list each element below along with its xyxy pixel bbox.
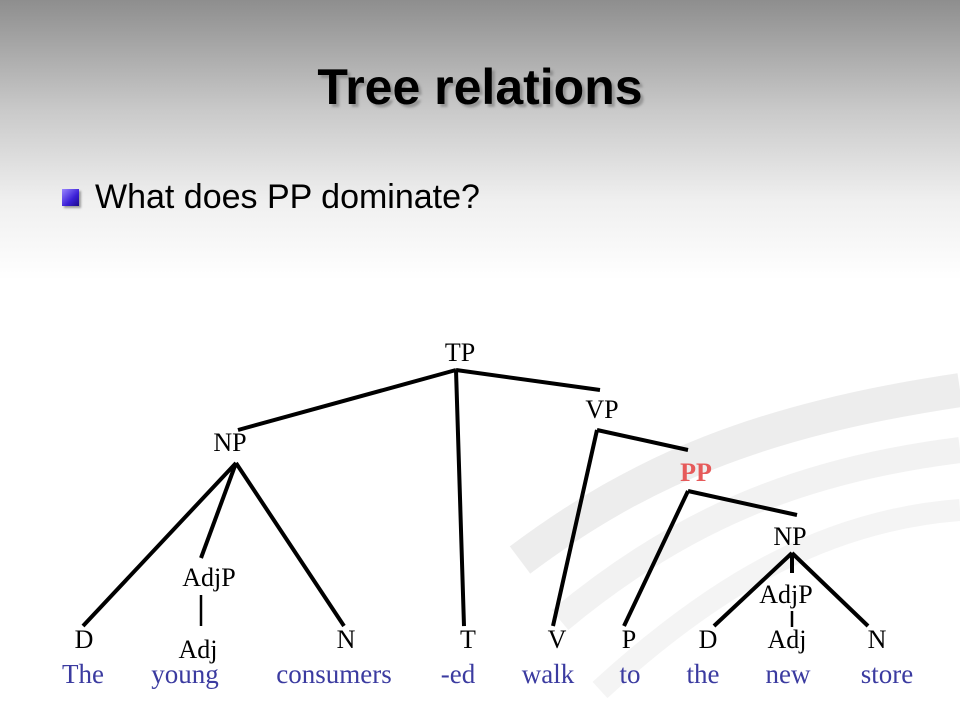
word-consumers: consumers: [276, 659, 391, 689]
word-to: to: [619, 659, 640, 689]
edge-vp-v: [551, 429, 599, 627]
node-adjp-subject: AdjP: [182, 563, 235, 592]
word-the: The: [62, 659, 104, 689]
word-new: new: [766, 659, 811, 689]
node-adj-object: Adj: [768, 625, 807, 654]
edge-np-d: [81, 461, 238, 628]
node-n-object: N: [868, 625, 887, 654]
edge-np-adjp: [199, 462, 238, 559]
edge-np-n: [234, 461, 346, 628]
node-tp: TP: [445, 338, 475, 367]
edge-np-n-object: [790, 551, 870, 628]
slide-title: Tree relations: [317, 59, 643, 115]
edge-tp-t: [454, 369, 466, 627]
word-store: store: [861, 659, 914, 689]
node-d: D: [75, 625, 94, 654]
edge-tp-vp: [455, 368, 601, 392]
node-np-object: NP: [773, 522, 806, 551]
node-d-object: D: [699, 625, 718, 654]
word-the-object: the: [687, 659, 720, 689]
node-adjp-object: AdjP: [759, 580, 812, 609]
word-young: young: [151, 659, 219, 689]
edge-np-d-object: [712, 551, 794, 628]
edge-pp-p: [622, 490, 690, 627]
word-ed: -ed: [441, 659, 476, 689]
edge-tp-np: [237, 368, 457, 432]
node-pp: PP: [680, 458, 712, 487]
node-t: T: [460, 625, 476, 654]
bullet-text: What does PP dominate?: [95, 178, 480, 216]
node-adj: Adj: [179, 635, 218, 664]
node-n: N: [337, 625, 356, 654]
square-bullet-icon: [62, 189, 79, 206]
word-walk: walk: [522, 659, 575, 689]
node-p: P: [622, 625, 636, 654]
node-np-subject: NP: [213, 428, 246, 457]
edge-vp-pp: [596, 428, 689, 452]
bullet-item: What does PP dominate?: [62, 178, 480, 217]
edge-pp-np: [687, 489, 798, 517]
node-v: V: [548, 625, 567, 654]
node-vp: VP: [585, 395, 618, 424]
